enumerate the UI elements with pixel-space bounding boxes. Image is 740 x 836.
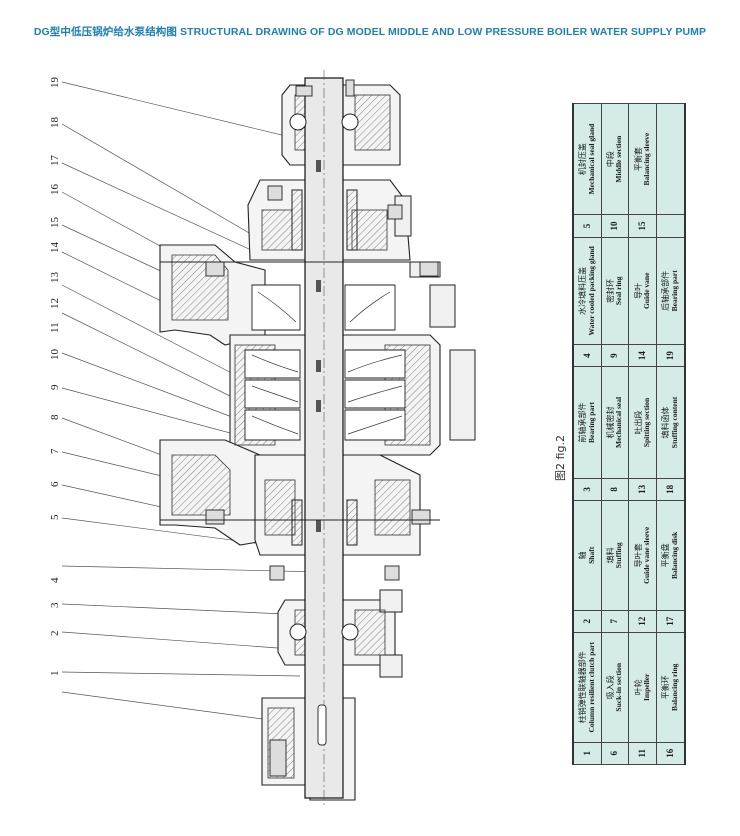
callout-7: 7 [49, 448, 61, 454]
part-number: 9 [601, 344, 629, 367]
callout-9: 9 [49, 384, 61, 390]
part-number: 15 [628, 214, 657, 238]
part-number: 13 [628, 478, 657, 501]
part-number: 10 [601, 214, 629, 238]
part-number [656, 214, 685, 238]
part-number: 11 [628, 742, 657, 765]
part-number: 7 [601, 610, 629, 633]
part-name-en: Guide vane sleeve [642, 526, 652, 584]
callout-10: 10 [49, 349, 61, 361]
part-name-en: Impeller [642, 673, 652, 702]
callout-19: 19 [49, 77, 61, 89]
part-number: 14 [628, 344, 657, 367]
part-name-en: Shaft [586, 546, 596, 564]
callout-5: 5 [49, 514, 61, 520]
callout-labels: 1 2 3 4 5 6 7 8 9 10 11 12 13 14 15 16 1… [49, 77, 61, 677]
part-number: 12 [628, 610, 657, 633]
part-name-en: Middle section [614, 135, 624, 183]
part-name-en: Stuffing [614, 542, 624, 569]
callout-15: 15 [49, 217, 61, 229]
part-name-en: Water cooled packing gland [586, 246, 596, 336]
part-number: 8 [601, 478, 629, 501]
part-name [656, 103, 685, 215]
part-number: 17 [656, 610, 685, 633]
page-title: DG型中低压锅炉给水泵结构图 STRUCTURAL DRAWING OF DG … [33, 26, 707, 38]
part-number: 6 [601, 742, 629, 765]
part-name-en: Bearing part [586, 401, 596, 443]
callout-4: 4 [49, 577, 61, 583]
callout-3: 3 [49, 602, 61, 608]
callout-16: 16 [49, 184, 61, 196]
part-number: 2 [573, 610, 602, 633]
part-name-en: Balancing sleeve [642, 132, 652, 186]
part-number: 16 [656, 742, 685, 765]
part-name-en: Mechanical seal [614, 396, 624, 448]
part-number: 5 [573, 214, 602, 238]
part-number: 1 [573, 742, 602, 765]
part-name-en: Stuffing content [669, 396, 679, 449]
part-name-en: Suck-in section [614, 663, 624, 712]
callout-2: 2 [49, 631, 61, 637]
part-name-en: Spitting section [642, 397, 652, 448]
part-number: 19 [656, 344, 685, 367]
callout-14: 14 [49, 242, 61, 254]
callout-6: 6 [49, 481, 61, 487]
callout-17: 17 [49, 155, 61, 167]
part-name-en: Bearing part [669, 270, 679, 312]
callout-18: 18 [49, 117, 61, 129]
part-name-en: Balancing disk [669, 531, 679, 579]
callout-1: 1 [49, 671, 61, 677]
callout-11: 11 [49, 322, 61, 333]
callout-12: 12 [49, 298, 61, 309]
part-name-en: Column resilient clutch part [586, 642, 596, 733]
callout-8: 8 [49, 414, 61, 420]
part-number: 4 [573, 344, 602, 367]
part-number: 3 [573, 478, 602, 501]
part-number: 18 [656, 478, 685, 501]
callout-13: 13 [49, 272, 61, 284]
part-name-en: Seal ring [614, 276, 624, 306]
part-name-en: Balancing ring [669, 663, 679, 711]
part-name-en: Guide vane [642, 272, 652, 310]
part-name-en: Mechanical seal gland [586, 123, 596, 195]
